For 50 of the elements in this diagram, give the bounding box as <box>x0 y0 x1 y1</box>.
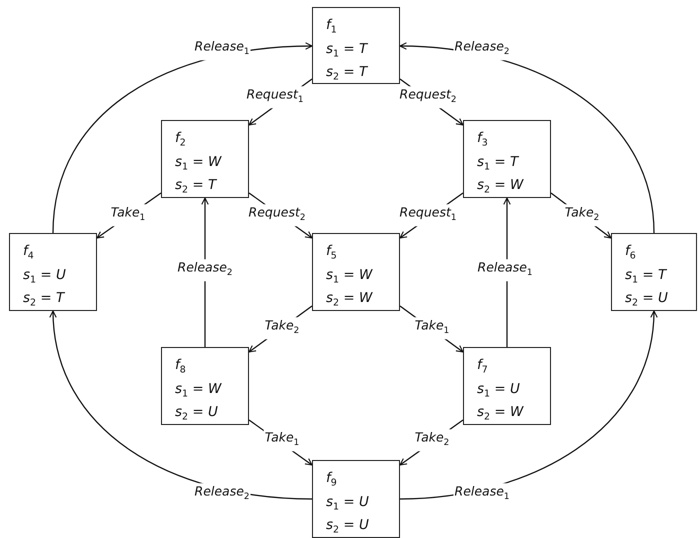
state-box <box>161 347 249 425</box>
state-box <box>463 120 551 198</box>
state-text: f$_{4}$ <box>23 242 35 264</box>
state-text: f$_{1}$ <box>326 16 338 38</box>
state-box <box>463 347 551 425</box>
state-text: s$_{1}$ = U <box>23 266 67 288</box>
state-text: s$_{2}$ = T <box>175 176 218 198</box>
state-text: s$_{1}$ = W <box>175 380 223 402</box>
state-text: f$_{8}$ <box>175 356 187 378</box>
state-text: f$_{2}$ <box>175 129 187 151</box>
state-text: s$_{1}$ = W <box>326 266 374 288</box>
state-text: f$_{3}$ <box>477 129 489 151</box>
state-text: s$_{2}$ = U <box>625 289 669 312</box>
state-text: s$_{1}$ = U <box>326 492 370 514</box>
state-text: s$_{2}$ = W <box>477 403 525 426</box>
state-text: s$_{2}$ = W <box>477 176 525 198</box>
edge-label: Request$_{1}$ <box>246 86 304 108</box>
state-text: s$_{2}$ = W <box>326 289 374 312</box>
state-text: s$_{1}$ = T <box>625 266 668 288</box>
state-text: s$_{2}$ = U <box>175 403 219 426</box>
state-box <box>161 120 249 198</box>
edge-label: Take$_{1}$ <box>414 317 450 339</box>
state-text: s$_{2}$ = T <box>23 289 66 312</box>
state-text: f$_{5}$ <box>326 242 338 264</box>
state-text: s$_{2}$ = T <box>326 63 369 86</box>
state-text: s$_{1}$ = W <box>175 152 223 174</box>
state-text: s$_{1}$ = U <box>477 380 521 402</box>
edge-label: Request$_{2}$ <box>248 204 306 226</box>
state-text: f$_{6}$ <box>625 242 637 264</box>
edge-label: Release$_{1}$ <box>194 38 250 60</box>
state-box <box>312 7 400 84</box>
state-text: s$_{2}$ = U <box>326 516 370 538</box>
edge-label: Take$_{1}$ <box>264 429 300 451</box>
state-text: f$_{9}$ <box>326 469 338 491</box>
state-text: f$_{7}$ <box>477 356 489 378</box>
edge-label: Take$_{2}$ <box>414 429 450 451</box>
state-box <box>312 233 400 311</box>
edge-label: Take$_{2}$ <box>264 317 300 339</box>
edge-label: Take$_{1}$ <box>110 204 146 226</box>
state-box <box>312 460 400 538</box>
edge-label: Take$_{2}$ <box>564 204 600 226</box>
state-box <box>611 233 697 311</box>
state-text: s$_{1}$ = T <box>326 40 369 62</box>
edge-label: Release$_{2}$ <box>176 259 234 281</box>
edge-label: Request$_{1}$ <box>398 204 458 226</box>
state-box <box>9 233 97 311</box>
edge-label: Release$_{2}$ <box>454 38 510 60</box>
edge-label: Request$_{2}$ <box>398 86 458 108</box>
edge-label: Release$_{1}$ <box>476 259 534 281</box>
state-text: s$_{1}$ = T <box>477 152 520 174</box>
